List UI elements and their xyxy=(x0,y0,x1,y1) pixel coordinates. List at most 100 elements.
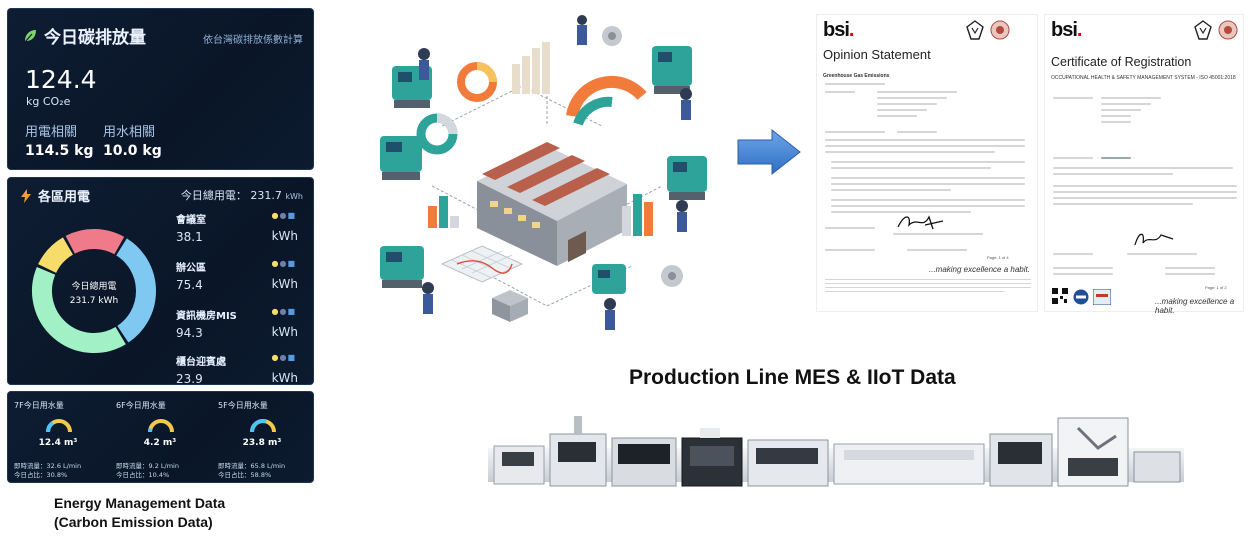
water-label: 用水相關 xyxy=(103,125,156,140)
power-title: 各區用電 xyxy=(38,190,91,205)
gear-icon xyxy=(661,265,683,287)
donut-segment-2 xyxy=(32,266,126,353)
room-meeting[interactable]: 會議室 38.1 kWh ●●■ xyxy=(176,211,306,244)
water-floor-title: 7F今日用水量 xyxy=(14,401,64,410)
robot-arm-icon xyxy=(1057,417,1129,487)
qr-code-icon xyxy=(1051,287,1069,305)
electric-value: 114.5 kg xyxy=(25,143,94,159)
carbon-value: 124.4 xyxy=(25,65,97,94)
room-reception[interactable]: 櫃台迎賓處 23.9 kWh ●●■ xyxy=(176,353,306,385)
cert1-motto: ...making excellence a habit. xyxy=(929,265,1030,274)
room-name: 資訊機房MIS xyxy=(176,311,237,322)
water-gauge xyxy=(250,419,276,433)
machine-icon xyxy=(592,264,626,330)
energy-caption: Energy Management Data (Carbon Emission … xyxy=(54,494,225,532)
smt-machine-icon xyxy=(747,439,829,487)
donut-segment-3 xyxy=(38,237,74,274)
carbon-emission-panel: 今日碳排放量 依台灣碳排放係數計算 124.4 kg CO₂e 用電相關 114… xyxy=(7,8,314,170)
bsi-logo: bsi. xyxy=(823,19,854,41)
machine-icon xyxy=(380,136,422,180)
room-name: 辦公區 xyxy=(176,263,206,274)
machine-icon xyxy=(667,156,707,232)
smt-machine-icon xyxy=(549,416,607,487)
room-name: 會議室 xyxy=(176,215,206,226)
water-flow: 即時流量：65.8 L/min xyxy=(218,462,286,470)
power-title-row: 各區用電 xyxy=(20,186,90,205)
smt-machine-icon xyxy=(493,445,545,485)
room-unit: kWh xyxy=(271,229,298,243)
room-value: 38.1 xyxy=(176,230,203,244)
machine-icon xyxy=(392,48,432,108)
signature-image xyxy=(1134,233,1174,246)
lightning-icon xyxy=(21,188,31,203)
water-floor-title: 6F今日用水量 xyxy=(116,401,166,410)
conveyor-icon xyxy=(1133,451,1181,483)
water-flow: 即時流量：32.6 L/min xyxy=(14,462,82,470)
bsi-logo-text: bsi xyxy=(823,19,850,41)
factory-building-icon xyxy=(477,142,627,266)
signature-image xyxy=(897,215,944,230)
room-office[interactable]: 辦公區 75.4 kWh ●●■ xyxy=(176,259,306,292)
water-gauge xyxy=(148,419,174,433)
iaf-logo-icon xyxy=(1073,289,1089,305)
gear-icon xyxy=(602,26,622,46)
donut-center-value: 231.7 kWh xyxy=(70,296,118,306)
smt-machine-icon xyxy=(611,437,677,487)
cert2-heading: OCCUPATIONAL HEALTH & SAFETY MANAGEMENT … xyxy=(1051,75,1236,81)
mes-caption: Production Line MES & IIoT Data xyxy=(629,366,956,389)
bar-chart-icon xyxy=(622,194,653,236)
water-floor-7f[interactable]: 7F今日用水量 12.4 m³ 即時流量：32.6 L/min 今日占比：30.… xyxy=(8,392,108,482)
kitemark-icon xyxy=(1194,20,1212,40)
royal-crest-icon xyxy=(1218,20,1238,40)
donut-segment-1 xyxy=(115,238,156,343)
carbon-subtitle: 依台灣碳排放係數計算 xyxy=(203,35,303,46)
reflow-oven-icon xyxy=(833,443,985,485)
accreditation-logo-icon xyxy=(1093,289,1111,305)
power-total-label: 今日總用電： xyxy=(180,189,247,202)
power-total: 今日總用電： 231.7 kWh xyxy=(181,187,303,203)
status-icons: ●●■ xyxy=(271,307,296,316)
gauge-fill xyxy=(148,427,153,433)
carbon-unit: kg CO₂e xyxy=(26,95,71,108)
status-icons: ●●■ xyxy=(271,259,296,268)
water-floor-value: 12.4 m³ xyxy=(38,438,78,448)
gauge-fill xyxy=(250,419,267,433)
bar-chart-icon xyxy=(428,196,459,228)
arc-chart-icon xyxy=(566,75,647,126)
room-value: 75.4 xyxy=(176,278,203,292)
cert1-page: Page: 1 of 4 xyxy=(987,255,1009,260)
room-mis[interactable]: 資訊機房MIS 94.3 kWh ●●■ xyxy=(176,307,306,340)
bsi-logo: bsi. xyxy=(1051,19,1082,41)
electric-label: 用電相關 xyxy=(25,125,78,140)
water-floor-6f[interactable]: 6F今日用水量 4.2 m³ 即時流量：9.2 L/min 今日占比：10.4% xyxy=(110,392,210,482)
production-line-image xyxy=(488,416,1184,487)
cert1-heading: Greenhouse Gas Emissions xyxy=(823,73,890,79)
water-floor-value: 23.8 m³ xyxy=(242,438,282,448)
aoi-machine-icon xyxy=(989,433,1053,487)
water-floor-title: 5F今日用水量 xyxy=(218,401,268,410)
water-usage-panel: 7F今日用水量 12.4 m³ 即時流量：32.6 L/min 今日占比：30.… xyxy=(7,391,314,483)
status-icons: ●●■ xyxy=(271,353,296,362)
pie-chart-icon xyxy=(416,113,458,155)
water-floor-5f[interactable]: 5F今日用水量 23.8 m³ 即時流量：65.8 L/min 今日占比：58.… xyxy=(212,392,312,482)
smart-factory-illustration xyxy=(380,15,707,330)
donut-center-label: 今日總用電 xyxy=(71,280,116,292)
room-unit: kWh xyxy=(271,371,298,385)
pie-chart-icon xyxy=(457,62,497,102)
gauge-fill xyxy=(46,421,55,433)
registration-certificate: bsi. Certificate of Registration OCCUPAT… xyxy=(1044,14,1244,315)
leaf-icon xyxy=(24,29,36,42)
room-unit: kWh xyxy=(271,325,298,339)
cert2-page: Page: 1 of 2 xyxy=(1205,285,1227,290)
status-icons: ●●■ xyxy=(271,211,296,220)
worker-icon xyxy=(577,15,587,45)
power-total-value: 231.7 xyxy=(250,189,282,202)
power-total-unit: kWh xyxy=(285,192,303,201)
cube-icon xyxy=(492,290,528,322)
carbon-title-row: 今日碳排放量 xyxy=(22,23,146,48)
water-flow: 即時流量：9.2 L/min xyxy=(116,462,179,470)
kitemark-icon xyxy=(966,20,984,40)
water-gauge xyxy=(46,419,72,433)
power-donut-chart: 今日總用電 231.7 kWh xyxy=(32,229,156,353)
room-value: 23.9 xyxy=(176,372,203,385)
